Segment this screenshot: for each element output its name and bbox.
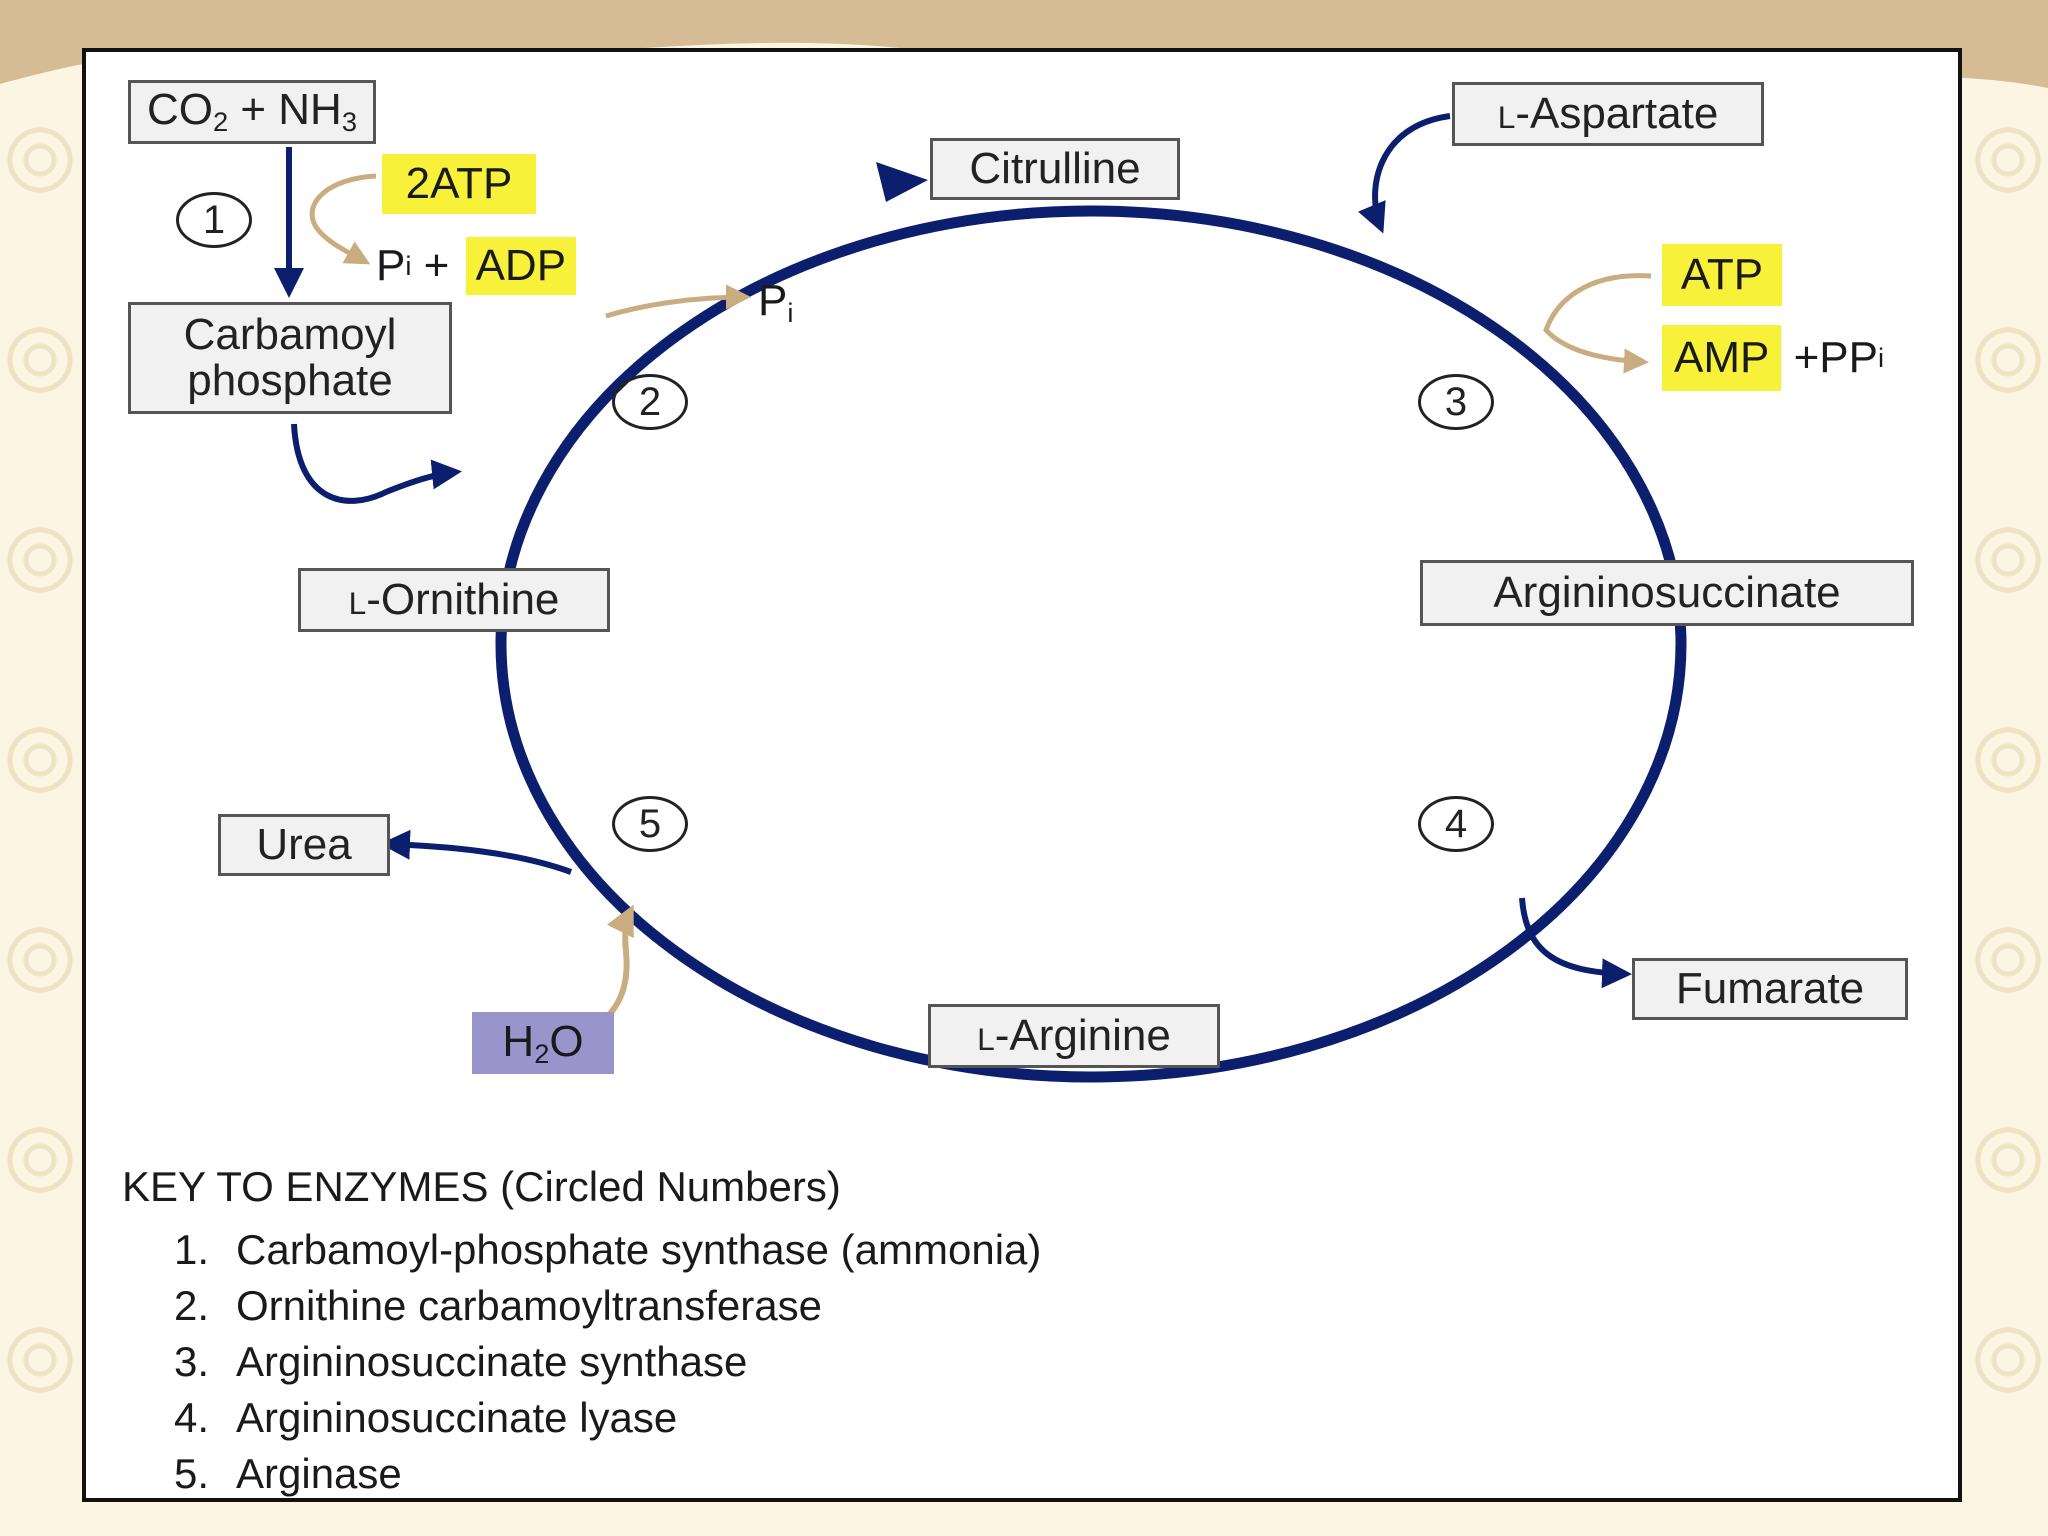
amp-highlight: AMP bbox=[1662, 325, 1782, 391]
curved-arrow bbox=[605, 284, 751, 319]
enzyme-key: KEY TO ENZYMES (Circled Numbers) 1.Carba… bbox=[122, 1152, 1041, 1502]
curved-arrow bbox=[1543, 273, 1652, 374]
curved-arrow bbox=[1357, 113, 1451, 234]
atp-highlight-3: ATP bbox=[1662, 244, 1782, 306]
water-highlight: H2O bbox=[472, 1012, 614, 1074]
pi-out-label: Pi bbox=[758, 276, 794, 328]
enzyme-list: 1.Carbamoyl-phosphate synthase (ammonia)… bbox=[122, 1222, 1041, 1502]
enzyme-number-3: 3 bbox=[1418, 374, 1494, 430]
enzyme-number-1: 1 bbox=[176, 192, 252, 248]
co2-nh3-label: CO2 + NH3 bbox=[146, 85, 358, 138]
citrulline-box: Citrulline bbox=[930, 138, 1180, 200]
urea-box: Urea bbox=[218, 814, 390, 876]
atp-highlight-1: 2ATP bbox=[382, 154, 536, 214]
arginine-box: L-Arginine bbox=[928, 1004, 1220, 1068]
co2-nh3-box: CO2 + NH3 bbox=[128, 80, 376, 144]
curved-arrow bbox=[1519, 897, 1632, 989]
ornithine-box: L-Ornithine bbox=[298, 568, 610, 632]
argininosuccinate-box: Argininosuccinate bbox=[1420, 560, 1914, 626]
list-item: 5.Arginase bbox=[174, 1450, 402, 1497]
aspartate-box: L-Aspartate bbox=[1452, 82, 1764, 146]
list-item: 2.Ornithine carbamoyltransferase bbox=[174, 1282, 822, 1329]
list-item: 1.Carbamoyl-phosphate synthase (ammonia) bbox=[174, 1226, 1042, 1273]
curved-arrow bbox=[291, 423, 462, 504]
curved-arrow bbox=[309, 173, 377, 265]
key-title: KEY TO ENZYMES (Circled Numbers) bbox=[122, 1163, 841, 1210]
enzyme-number-4: 4 bbox=[1418, 796, 1494, 852]
enzyme-number-5: 5 bbox=[612, 796, 688, 852]
adp-highlight: ADP bbox=[465, 237, 577, 295]
cycle-circle bbox=[495, 205, 1687, 1083]
list-item: 3.Argininosuccinate synthase bbox=[174, 1338, 748, 1385]
list-item: 4.Argininosuccinate lyase bbox=[174, 1394, 678, 1441]
carbamoyl-phosphate-box: Carbamoyl phosphate bbox=[128, 302, 452, 414]
cycle-arrowhead bbox=[876, 162, 928, 202]
curved-arrow bbox=[380, 829, 573, 875]
fumarate-box: Fumarate bbox=[1632, 958, 1908, 1020]
enzyme-number-2: 2 bbox=[612, 374, 688, 430]
